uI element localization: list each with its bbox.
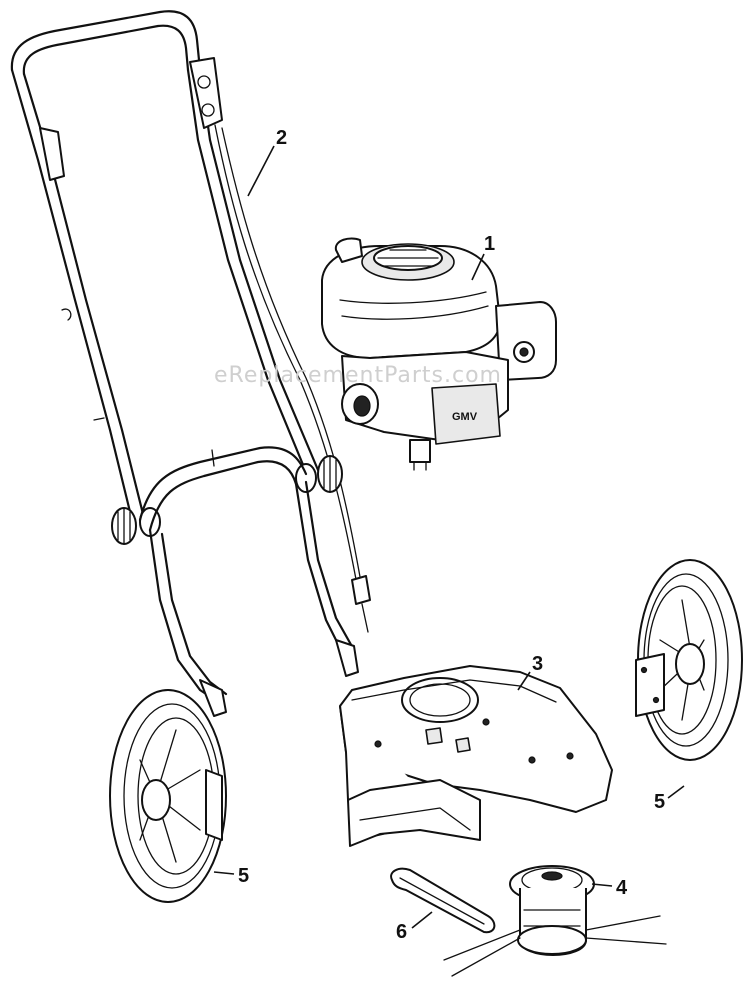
- callout-5-left: 5: [238, 865, 249, 887]
- callout-6: 6: [396, 921, 407, 943]
- callout-2: 2: [276, 127, 287, 149]
- belt: [390, 867, 496, 934]
- deck: [339, 665, 613, 847]
- leader-3: [517, 671, 531, 691]
- callout-5-right: 5: [654, 791, 665, 813]
- leader-2: [247, 145, 275, 197]
- wheel-left: [109, 689, 227, 903]
- callout-3: 3: [532, 653, 543, 675]
- engine-badge: GMV: [452, 411, 478, 423]
- watermark: eReplacementParts.com: [214, 363, 502, 388]
- leader-1: [471, 253, 485, 281]
- leader-4: [591, 883, 613, 887]
- handle-knob-left: [111, 507, 161, 545]
- handle-assembly: [10, 10, 371, 717]
- callout-1: 1: [484, 233, 495, 255]
- handle-knob-right: [295, 455, 343, 493]
- leader-6: [411, 911, 433, 929]
- wheel-right: [635, 559, 743, 761]
- callout-4: 4: [616, 877, 628, 899]
- engine: GMV: [321, 237, 557, 471]
- leader-5-left: [213, 871, 235, 875]
- leader-5-right: [667, 785, 685, 799]
